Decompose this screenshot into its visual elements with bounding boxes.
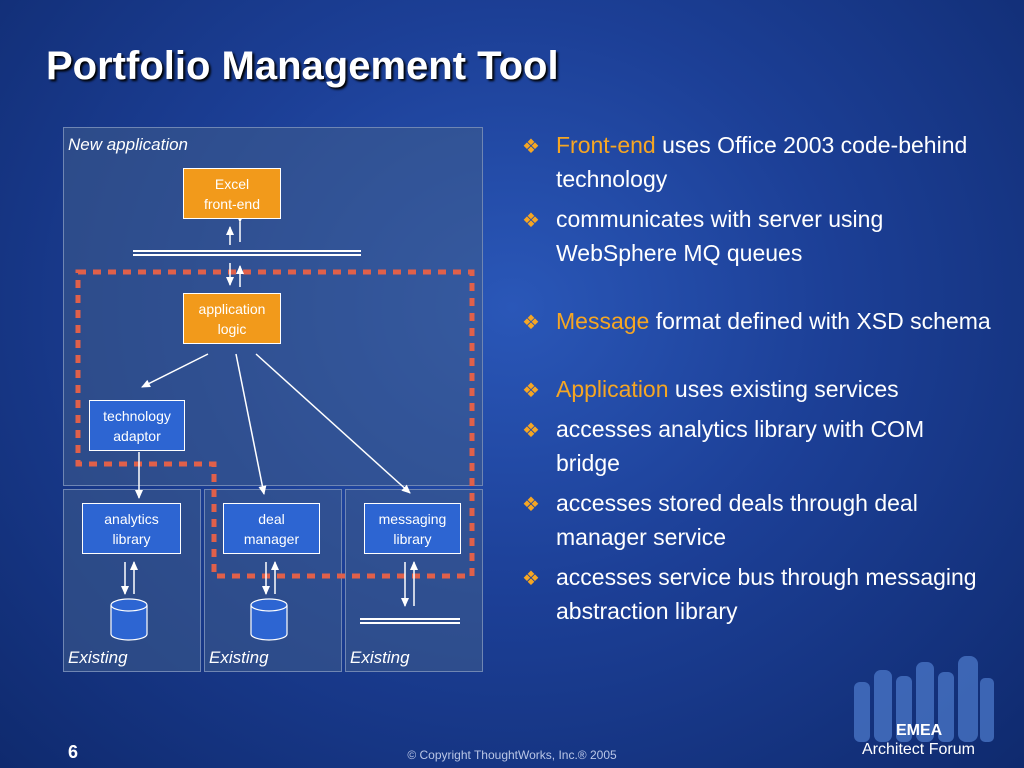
front-end-message-bus xyxy=(133,250,361,256)
analytics-database-icon xyxy=(110,598,148,641)
technology-adaptor-box: technology adaptor xyxy=(89,400,185,451)
bullet-item: ❖communicates with server using WebSpher… xyxy=(522,206,884,266)
bullet-diamond-icon: ❖ xyxy=(522,380,540,402)
slide-title: Portfolio Management Tool xyxy=(46,44,559,88)
bullet-diamond-icon: ❖ xyxy=(522,210,540,232)
new-application-label: New application xyxy=(68,135,189,154)
existing-label-3: Existing xyxy=(350,648,410,667)
service-message-bus xyxy=(360,618,460,624)
logo-line-2: Architect Forum xyxy=(862,741,975,758)
bullet-item: ❖accesses stored deals through deal mana… xyxy=(522,490,918,550)
bullet-item: ❖accesses analytics library with COM bri… xyxy=(522,416,925,476)
copyright-notice: © Copyright ThoughtWorks, Inc.® 2005 xyxy=(407,748,617,762)
bullet-diamond-icon: ❖ xyxy=(522,312,540,334)
deal-manager-box: deal manager xyxy=(223,503,320,554)
existing-label-1: Existing xyxy=(68,648,128,667)
page-number: 6 xyxy=(68,742,79,762)
application-boundary xyxy=(75,269,475,579)
application-logic-box: application logic xyxy=(183,293,281,344)
bullet-diamond-icon: ❖ xyxy=(522,494,540,516)
emea-architect-forum-logo xyxy=(854,656,994,742)
analytics-library-box: analytics library xyxy=(82,503,181,554)
bullet-item: ❖accesses service bus through messaging … xyxy=(522,564,977,624)
bullet-list: ❖Front-end uses Office 2003 code-behind … xyxy=(522,128,992,628)
deal-database-icon xyxy=(250,598,288,641)
spacer xyxy=(522,338,992,372)
spacer xyxy=(522,270,992,304)
bullet-item: ❖Front-end uses Office 2003 code-behind … xyxy=(522,132,968,192)
bullet-diamond-icon: ❖ xyxy=(522,420,540,442)
bullet-item: ❖Application uses existing services xyxy=(522,372,992,406)
bullet-diamond-icon: ❖ xyxy=(522,136,540,158)
bullet-diamond-icon: ❖ xyxy=(522,568,540,590)
existing-label-2: Existing xyxy=(209,648,269,667)
messaging-library-box: messaging library xyxy=(364,503,461,554)
bullet-item: ❖Message format defined with XSD schema xyxy=(522,304,992,338)
excel-front-end-box: Excel front-end xyxy=(183,168,281,219)
logo-line-1: EMEA xyxy=(896,722,943,739)
